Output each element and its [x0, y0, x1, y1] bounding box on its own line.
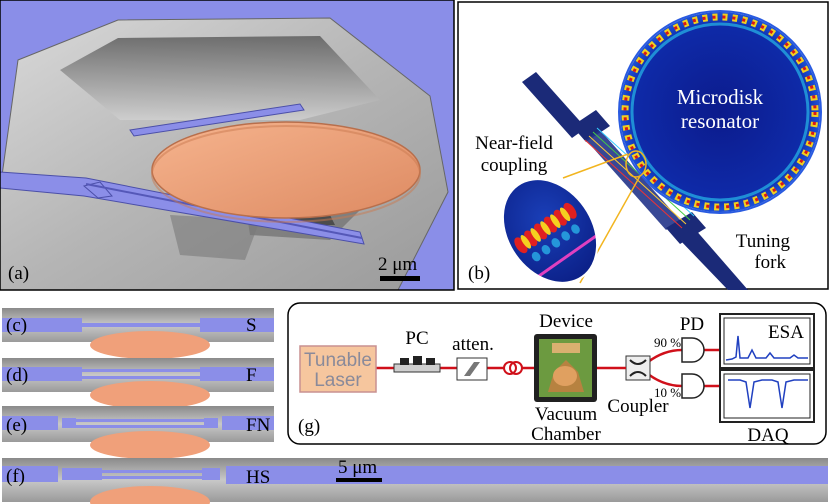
strip-f: (f) HS 5 μm [2, 457, 828, 504]
tunable-laser [299, 345, 377, 393]
microdisk [151, 121, 421, 219]
pc-label: PC [405, 328, 428, 349]
tuning-fork [522, 72, 748, 290]
fiber-loop-icon [503, 361, 523, 375]
strip-d: (d) F [2, 358, 274, 409]
strip-c-label: (c) [6, 315, 27, 336]
coupler-label: Coupler [607, 396, 669, 417]
laser-label-1: Tunable [304, 350, 372, 371]
strip-f-tag: HS [246, 467, 270, 488]
laser-label-2: Laser [314, 370, 362, 391]
strip-c: (c) S [2, 308, 274, 359]
resonator-label-2: resonator [681, 109, 759, 133]
strip-c-tag: S [246, 315, 257, 336]
scale-bar-a-text: 2 μm [378, 254, 417, 275]
photodetector-low [681, 373, 705, 399]
esa-label: ESA [768, 322, 804, 343]
attenuator [456, 357, 488, 381]
microdisk-mode [618, 10, 822, 214]
panel-b-label: (b) [468, 263, 490, 284]
strip-e: (e) FN [2, 406, 274, 459]
scale-bar-f-text: 5 μm [338, 457, 377, 478]
panel-a-label: (a) [8, 263, 29, 284]
coupling-label-2: coupling [481, 155, 548, 176]
device-label: Device [539, 311, 593, 332]
panel-g: Tunable Laser PC atten. Device Vacuu [287, 302, 827, 446]
coupler [625, 355, 651, 381]
chamber-label-1: Vacuum [535, 404, 597, 425]
strip-e-tag: FN [246, 415, 271, 436]
atten-label: atten. [452, 334, 494, 355]
coupling-region-circle [625, 150, 647, 178]
pd-label: PD [680, 314, 704, 335]
daq-label: DAQ [747, 425, 788, 446]
esa-display [719, 313, 815, 369]
panel-a [0, 0, 454, 290]
scale-bar-a [380, 276, 420, 281]
split-10: 10 % [654, 385, 681, 400]
panel-b: Microdisk resonator [457, 1, 829, 292]
chamber-label-2: Chamber [531, 424, 601, 445]
strip-d-tag: F [246, 365, 257, 386]
daq-display [719, 369, 815, 423]
polarization-controller [393, 356, 441, 373]
coupling-label-1: Near-field [475, 133, 553, 154]
scale-bar-f [336, 478, 382, 482]
split-90: 90 % [654, 335, 681, 350]
strip-d-label: (d) [6, 365, 28, 386]
strip-f-label: (f) [6, 466, 25, 487]
photodetector-high [681, 337, 705, 363]
vacuum-chamber [534, 334, 597, 402]
strip-e-label: (e) [6, 415, 27, 436]
fork-label-1: Tuning [736, 231, 791, 252]
fiber-path [376, 348, 720, 388]
resonator-label-1: Microdisk [677, 85, 764, 109]
fork-label-2: fork [754, 252, 786, 273]
panel-g-label: (g) [298, 416, 320, 437]
